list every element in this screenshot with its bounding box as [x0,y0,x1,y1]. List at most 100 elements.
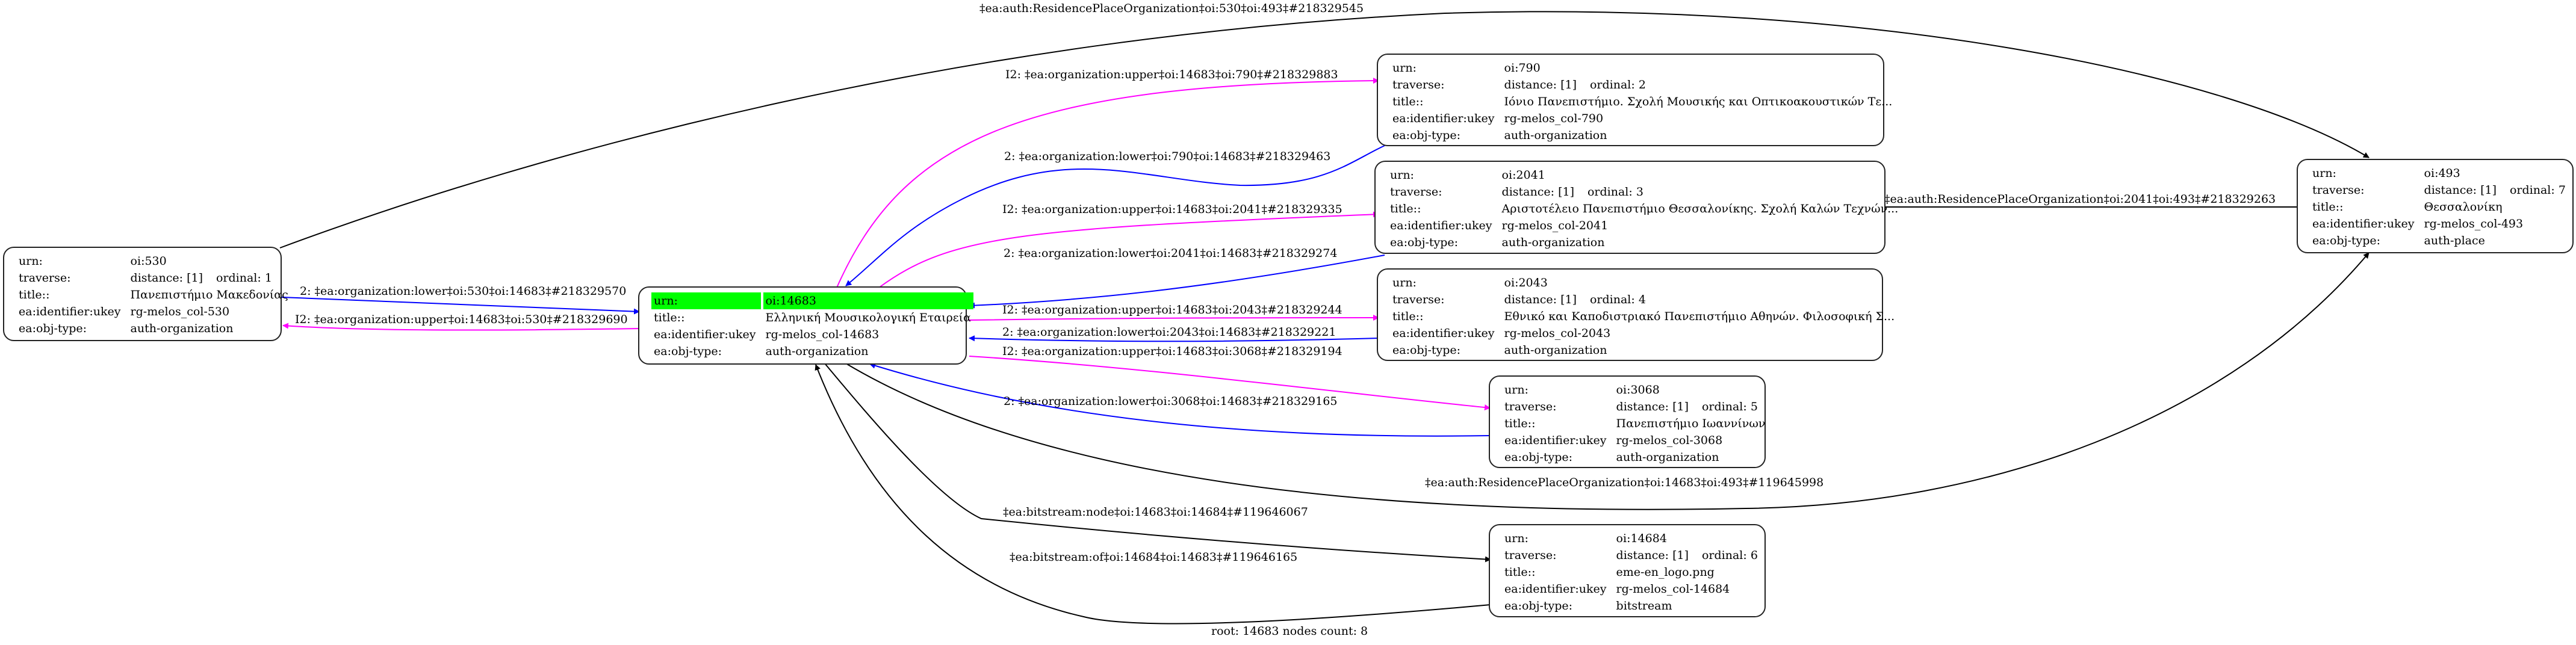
edge-label: I2: ‡ea:organization:upper‡oi:14683‡oi:7… [1005,68,1338,81]
graph-node-530[interactable]: urn:oi:530 traverse:distance: [1]ordinal… [3,247,288,341]
node-ukey: rg-melos_col-14683 [765,328,880,341]
field-label: urn: [2312,167,2336,180]
node-distance: distance: [1] [1501,185,1574,199]
edge-label: 2: ‡ea:organization:lower‡oi:3068‡oi:146… [1004,395,1337,408]
field-label: title:: [19,288,50,301]
node-urn: oi:3068 [1616,383,1660,397]
edge-e2041_14683l [969,255,1385,309]
field-label: title:: [1390,202,1421,215]
field-label: ea:identifier:ukey [654,328,756,341]
graph-node-2043[interactable]: urn: oi:2043 traverse: distance: [1]ordina… [1377,268,1895,361]
node-traverse: distance: [1] ordinal: 1 [128,270,291,286]
edge-label: I2: ‡ea:organization:upper‡oi:14683‡oi:5… [295,313,628,326]
node-ordinal: ordinal: 5 [1701,400,1758,413]
node-traverse: distance: [1]ordinal: 6 [1614,547,1760,564]
node-distance: distance: [1] [2424,184,2497,197]
field-label: traverse: [2312,184,2365,197]
field-label: ea:obj-type: [19,322,87,335]
field-label: title:: [1392,95,1424,108]
edge-e14683_2041u [878,211,1379,288]
graph-node-14683-root[interactable]: urn:oi:14683 title::Ελληνική Μουσικολογι… [638,286,973,365]
node-ordinal: ordinal: 1 [216,271,272,285]
graph-node-3068[interactable]: urn:oi:3068 traverse:distance: [1]ordina… [1489,375,1766,468]
field-label: ea:identifier:ukey [19,305,121,318]
field-label: title:: [2312,200,2344,214]
node-urn: oi:2043 [1504,276,1548,289]
edge-label: I2: ‡ea:organization:upper‡oi:14683‡oi:3… [1002,345,1342,358]
graph-node-790[interactable]: urn:oi:790 traverse:distance: [1]ordinal… [1377,54,1892,146]
node-title: eme-en_logo.png [1616,566,1715,579]
node-distance: distance: [1] [130,271,203,285]
field-label: ea:obj-type: [1504,599,1573,613]
node-urn: oi:14684 [1616,532,1667,545]
field-label: ea:obj-type: [2312,234,2381,247]
node-traverse: distance: [1]ordinal: 7 [2422,182,2568,199]
field-label: traverse: [1392,78,1445,91]
field-label: traverse: [19,271,71,285]
node-traverse: distance: [1]ordinal: 4 [1502,291,1898,308]
node-ukey: rg-melos_col-3068 [1616,434,1723,447]
graph-node-2041[interactable]: urn: oi:2041 traverse: distance: [1] ordina… [1374,161,1898,254]
node-title: Θεσσαλονίκη [2424,200,2503,214]
field-label: urn: [1392,276,1417,289]
edge-e2043_14683l [969,335,1379,342]
graph-node-14684[interactable]: urn:oi:14684 traverse:distance: [1]ordin… [1489,524,1766,617]
edge-e14683_2043u [969,315,1379,321]
edge-label: ‡ea:bitstream:of‡oi:14684‡oi:14683‡#1196… [1010,551,1297,564]
field-label: ea:identifier:ukey [1392,327,1495,340]
node-ukey: rg-melos_col-2043 [1504,327,1611,340]
node-urn: oi:2041 [1501,168,1545,182]
edge-e790_14683l [845,145,1385,286]
edge-e530_14683l [281,297,640,315]
edge-label: ‡ea:bitstream:node‡oi:14683‡oi:14684‡#11… [1003,505,1308,519]
edge-e14683_14684 [824,363,1491,563]
field-label: urn: [651,292,761,309]
field-label: ea:identifier:ukey [1392,112,1495,125]
edge-label: I2: ‡ea:organization:upper‡oi:14683‡oi:2… [1002,203,1342,216]
node-ukey: rg-melos_col-14684 [1616,582,1730,596]
field-label: title:: [1504,417,1536,430]
node-objtype: auth-place [2424,234,2485,247]
node-traverse: distance: [1] ordinal: 5 [1614,398,1768,415]
edge-label: 2: ‡ea:organization:lower‡oi:2041‡oi:146… [1004,247,1337,260]
field-label: ea:identifier:ukey [1504,582,1607,596]
node-ordinal: ordinal: 3 [1587,185,1643,199]
edge-label: ‡ea:auth:ResidencePlaceOrganization‡oi:5… [979,2,1364,15]
field-label: ea:identifier:ukey [2312,217,2415,230]
node-ordinal: ordinal: 4 [1589,293,1646,306]
node-distance: distance: [1] [1616,400,1689,413]
field-label: ea:obj-type: [1504,451,1573,464]
node-distance: distance: [1] [1504,78,1577,91]
edge-label: 2: ‡ea:organization:lower‡oi:790‡oi:1468… [1004,150,1330,163]
node-objtype: auth-organization [1616,451,1719,464]
field-label: title:: [1392,310,1424,323]
field-label: ea:identifier:ukey [1390,219,1492,232]
node-traverse: distance: [1] ordinal: 2 [1502,76,1895,93]
node-ukey: rg-melos_col-790 [1504,112,1604,125]
graph-node-493[interactable]: urn: oi:493 traverse: distance: [1]ordinal… [2297,159,2574,253]
node-urn: oi:530 [130,255,167,268]
edge-e14683_3068u [969,356,1491,411]
node-objtype: auth-organization [765,345,869,358]
field-label: traverse: [1390,185,1442,199]
edge-e14683_530u [282,322,642,331]
field-label: urn: [1392,61,1417,75]
edge-e14683_493 [845,252,2370,510]
field-label: urn: [1390,168,1414,182]
field-label: urn: [1504,383,1529,397]
edge-label: ‡ea:auth:ResidencePlaceOrganization‡oi:2… [1884,193,2276,206]
field-label: title:: [1504,566,1536,579]
node-distance: distance: [1] [1616,549,1689,562]
edge-e14683_790u [836,78,1379,288]
node-objtype: bitstream [1616,599,1672,613]
edge-e3068_14683l [869,362,1491,437]
node-urn: oi:493 [2424,167,2460,180]
node-objtype: auth-organization [1501,236,1605,249]
field-label: ea:obj-type: [1392,344,1461,357]
node-objtype: auth-organization [1504,129,1607,142]
field-label: traverse: [1392,293,1445,306]
field-label: ea:obj-type: [1390,236,1459,249]
edge-label: ‡ea:auth:ResidencePlaceOrganization‡oi:1… [1425,476,1823,489]
node-ordinal: ordinal: 2 [1589,78,1646,91]
edge-e14684_14683 [815,364,1491,625]
